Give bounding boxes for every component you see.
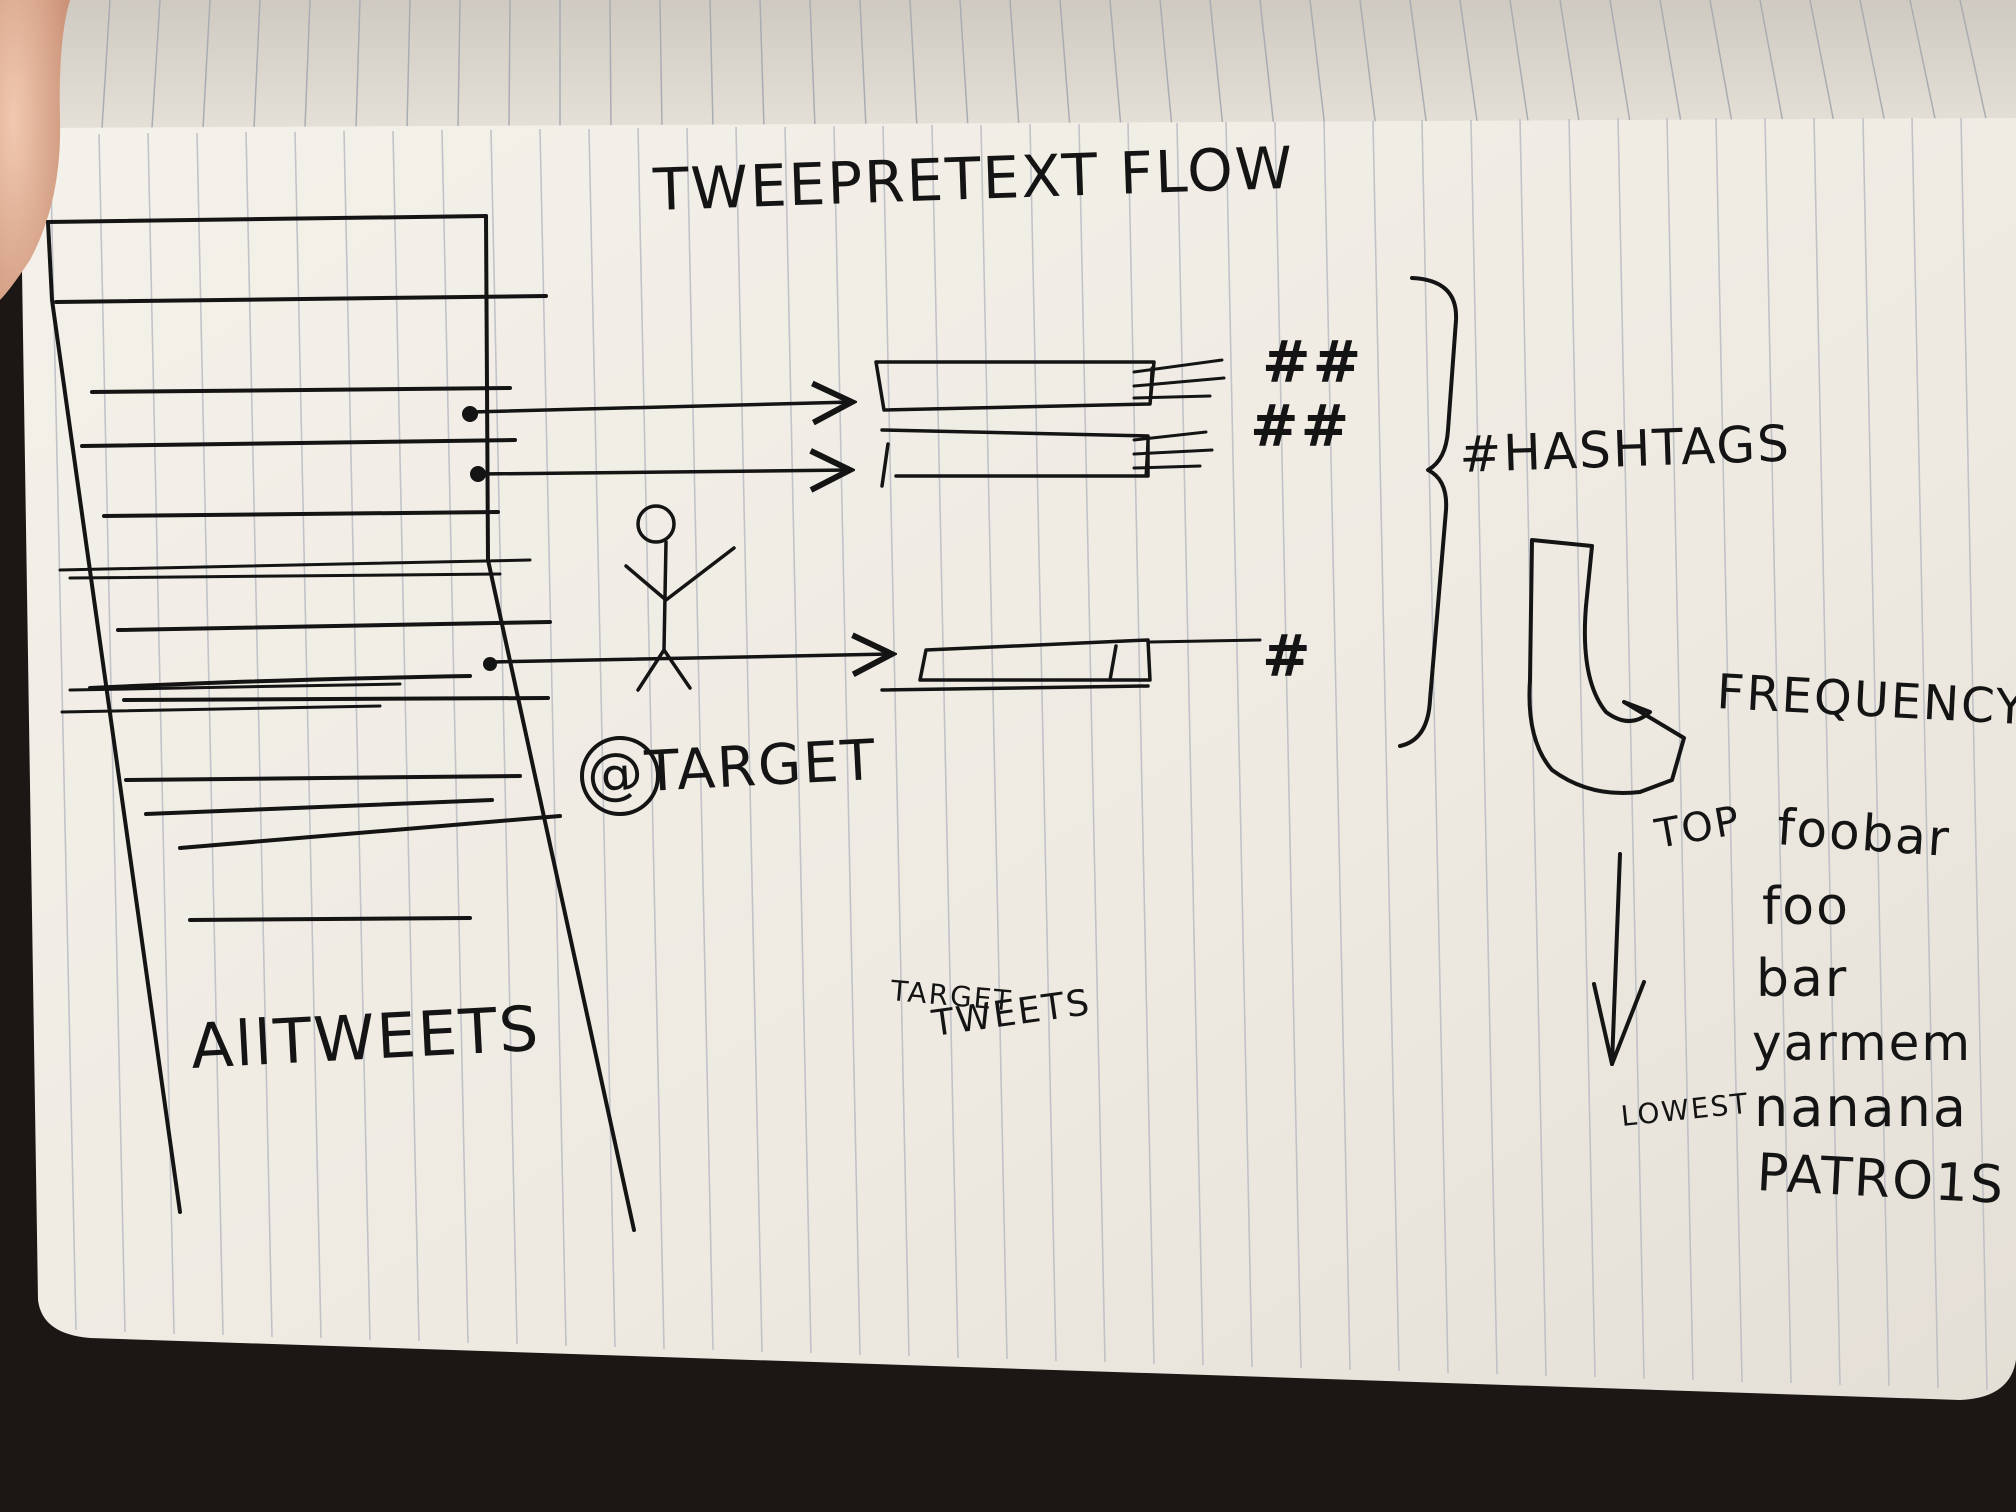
target-at-circle xyxy=(580,736,660,816)
ranked-hashtag-list: foobar foo bar yarmem nanana PATRO1S xyxy=(1752,798,2007,1216)
flow-arrows xyxy=(470,402,892,662)
tweet-box-hash-lines xyxy=(1132,358,1262,644)
target-stick-figure xyxy=(624,504,736,692)
target-label: @TARGET xyxy=(585,728,878,808)
ranked-hashtag-item: yarmem xyxy=(1752,1014,1972,1072)
ranked-hashtag-item: PATRO1S xyxy=(1755,1143,2006,1216)
hashtags-label: #HASHTAGS xyxy=(1458,414,1791,484)
all-tweets-list xyxy=(46,214,636,1232)
notebook-page xyxy=(22,118,2016,1400)
top-to-lowest-arrow xyxy=(1592,852,1646,1066)
frequency-hollow-arrow xyxy=(1527,538,1686,796)
hash-mark-2: ## xyxy=(1250,392,1351,460)
thumb xyxy=(0,0,70,300)
ranked-hashtag-item: foobar xyxy=(1775,798,1952,868)
ranked-hashtag-item: bar xyxy=(1756,949,1848,1009)
tweet-dots xyxy=(462,406,497,671)
back-page-rules xyxy=(49,0,1989,129)
hash-mark-3: # xyxy=(1262,622,1313,690)
hash-mark-1: ## xyxy=(1262,328,1363,396)
page-rule-lines xyxy=(49,117,1988,1391)
back-page xyxy=(40,0,2016,140)
hashtags-brace xyxy=(1398,276,1459,748)
ranked-hashtag-item: nanana xyxy=(1754,1076,1968,1139)
ranked-hashtag-item: foo xyxy=(1762,877,1850,937)
